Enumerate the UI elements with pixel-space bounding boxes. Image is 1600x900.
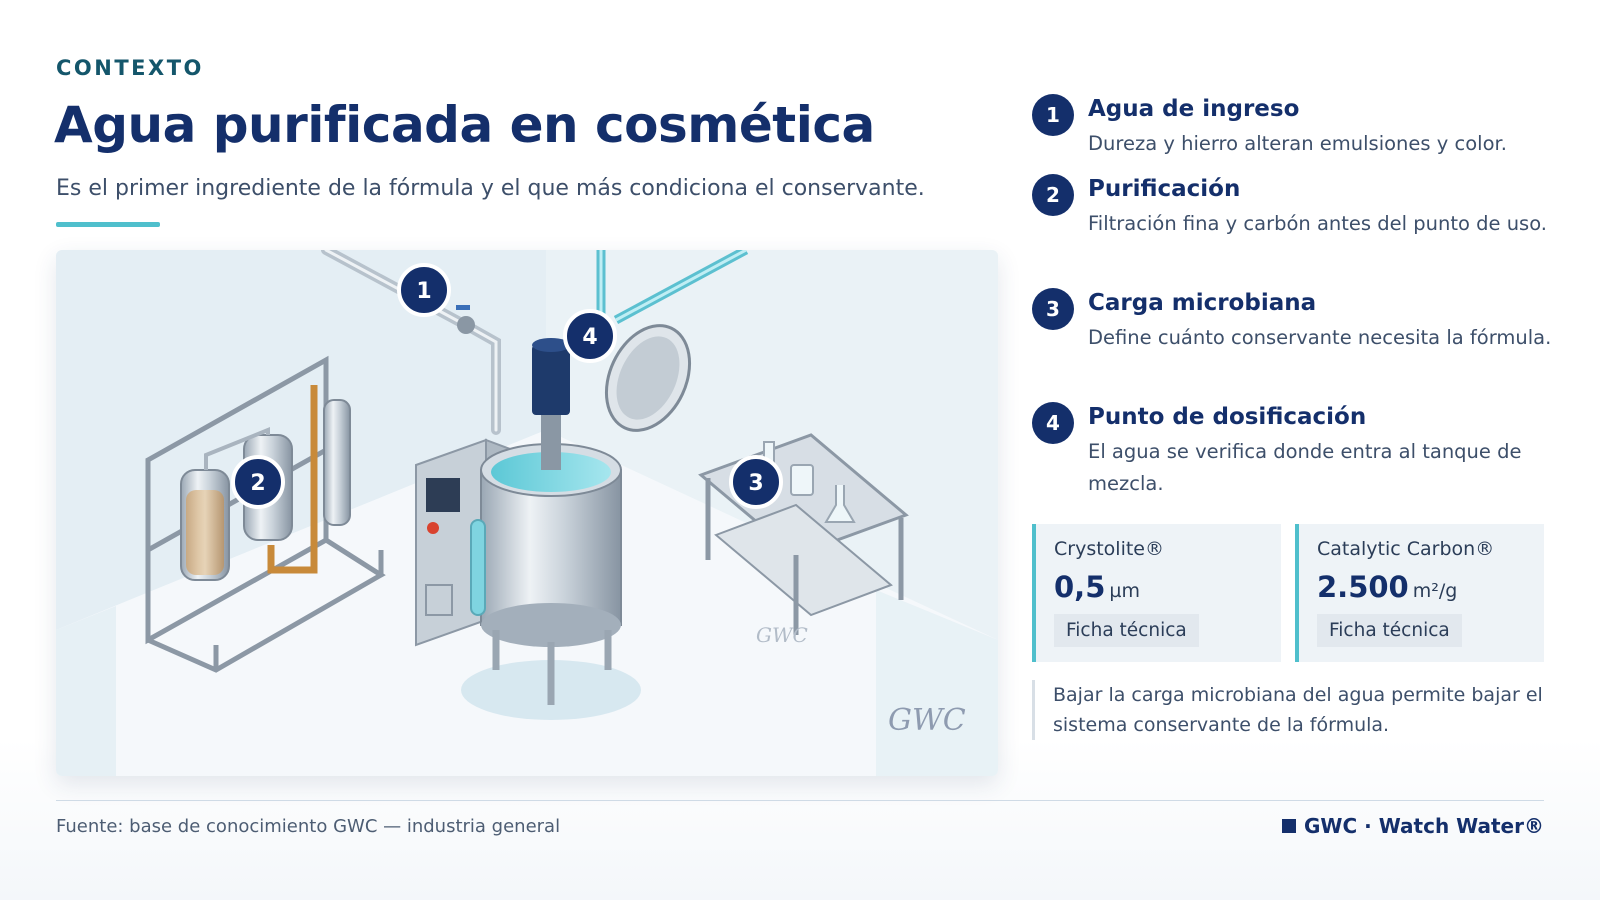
key-note: Bajar la carga microbiana del agua permi… (1032, 680, 1544, 740)
section-eyebrow: CONTEXTO (56, 56, 204, 80)
svg-text:2: 2 (250, 471, 265, 496)
svg-text:4: 4 (582, 325, 597, 350)
step-number: 3 (1032, 288, 1074, 330)
process-illustration: GWC GWC 1 2 3 4 (56, 250, 998, 776)
step-title: Punto de dosificación (1088, 404, 1367, 430)
step-description: El agua se verifica donde entra al tanqu… (1088, 440, 1522, 495)
footer-divider (56, 800, 1544, 801)
product-name: Catalytic Carbon® (1317, 538, 1495, 560)
step-2: 2 Purificación Filtración fina y carbón … (1032, 172, 1552, 286)
footer-source: Fuente: base de conocimiento GWC — indus… (56, 816, 561, 837)
svg-text:1: 1 (416, 279, 431, 304)
datasheet-button[interactable]: Ficha técnica (1054, 614, 1199, 647)
datasheet-button[interactable]: Ficha técnica (1317, 614, 1462, 647)
step-4: 4 Punto de dosificación El agua se verif… (1032, 400, 1552, 514)
page-title: Agua purificada en cosmética (54, 96, 875, 154)
product-unit: m²/g (1412, 580, 1458, 602)
illustration-watermark: GWC (888, 703, 966, 738)
step-description: Filtración fina y carbón antes del punto… (1088, 212, 1548, 235)
step-title: Agua de ingreso (1088, 96, 1300, 122)
step-description: Define cuánto conservante necesita la fó… (1088, 326, 1552, 349)
brand-name: GWC · Watch Water® (1304, 814, 1544, 838)
step-3: 3 Carga microbiana Define cuánto conserv… (1032, 286, 1552, 400)
product-name: Crystolite® (1054, 538, 1164, 560)
accent-bar (56, 222, 160, 227)
marker-2: 2 (231, 455, 285, 509)
step-1: 1 Agua de ingreso Dureza y hierro altera… (1032, 92, 1552, 172)
marker-1: 1 (397, 263, 451, 317)
step-title: Purificación (1088, 176, 1241, 202)
step-number: 1 (1032, 94, 1074, 136)
product-unit: µm (1109, 580, 1140, 602)
brand-square-icon (1282, 819, 1297, 833)
footer-brand: GWC · Watch Water® (1282, 814, 1544, 838)
step-description: Dureza y hierro alteran emulsiones y col… (1088, 132, 1507, 155)
step-number: 2 (1032, 174, 1074, 216)
illustration-watermark-small: GWC (756, 623, 808, 647)
marker-4: 4 (563, 309, 617, 363)
svg-text:3: 3 (748, 471, 763, 496)
steps-list: 1 Agua de ingreso Dureza y hierro altera… (1032, 92, 1552, 514)
step-title: Carga microbiana (1088, 290, 1317, 316)
page-subtitle: Es el primer ingrediente de la fórmula y… (56, 176, 925, 201)
marker-3: 3 (729, 455, 783, 509)
step-number: 4 (1032, 402, 1074, 444)
